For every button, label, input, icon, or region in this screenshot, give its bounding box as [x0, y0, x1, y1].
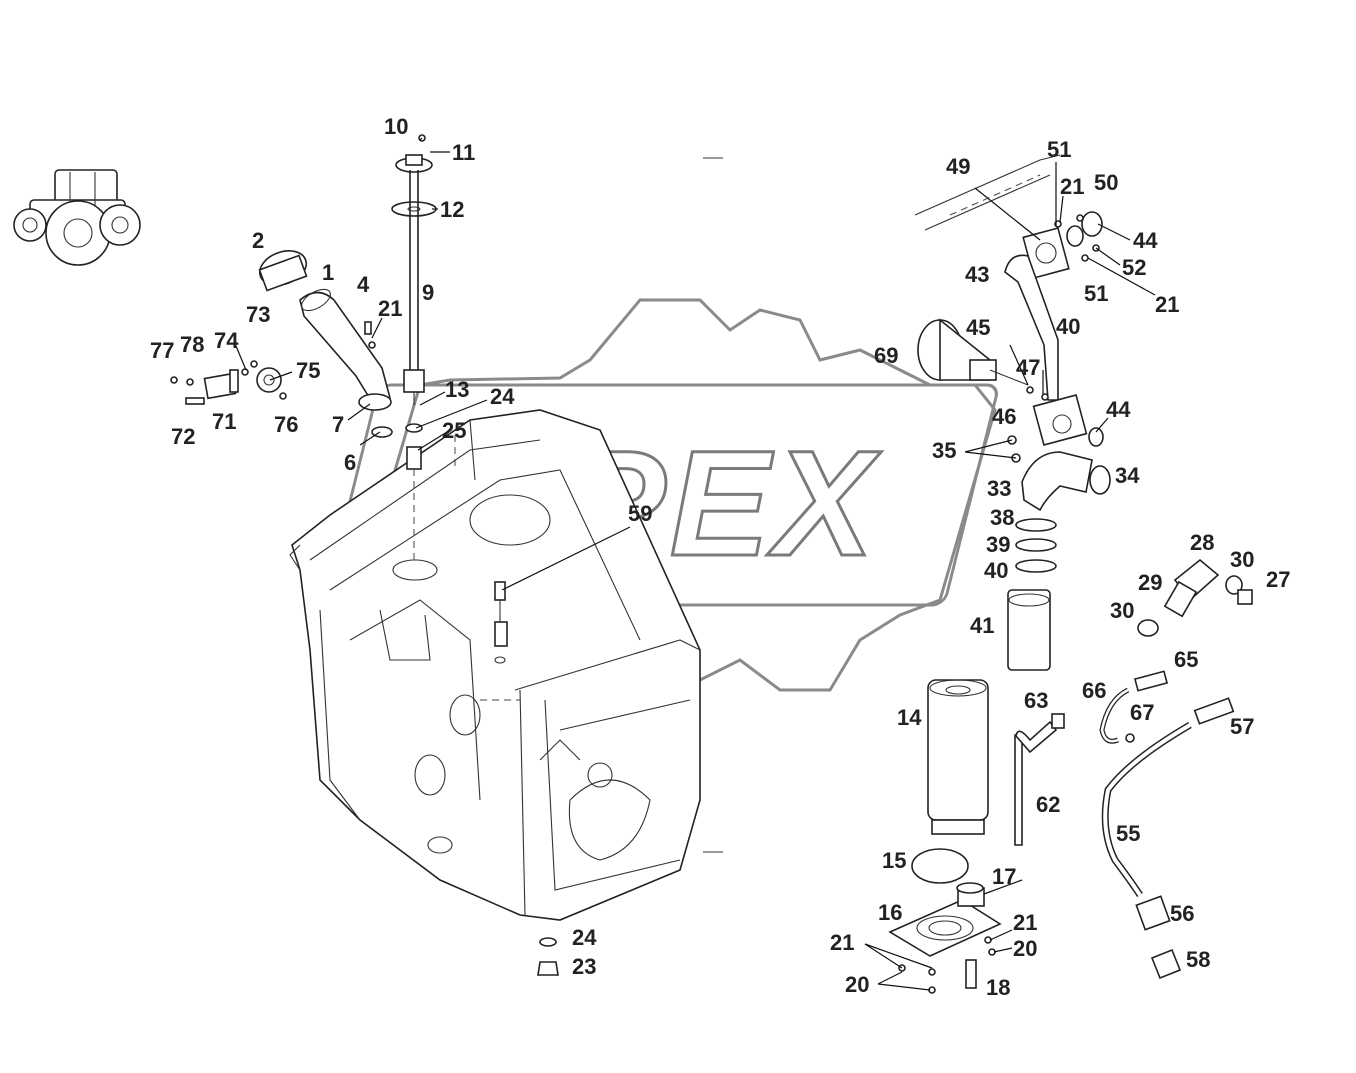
callout-39: 39 — [986, 532, 1010, 557]
callout-41: 41 — [970, 613, 994, 638]
leader-lines — [235, 137, 1156, 991]
callout-14: 14 — [897, 705, 922, 730]
callout-4: 4 — [357, 272, 370, 297]
callout-57: 57 — [1230, 714, 1254, 739]
callout-34: 34 — [1115, 463, 1140, 488]
callout-18: 18 — [986, 975, 1010, 1000]
bracket-assembly — [170, 360, 287, 405]
callout-66: 66 — [1082, 678, 1106, 703]
callout-56: 56 — [1170, 901, 1194, 926]
callout-43: 43 — [965, 262, 989, 287]
tractor-thumbnail-icon — [13, 169, 141, 266]
callout-labels: 1 2 4 6 7 9 10 11 12 13 14 15 16 17 18 2… — [150, 114, 1290, 1000]
callout-20b: 20 — [1013, 936, 1037, 961]
suction-pipe-assembly — [914, 154, 1111, 671]
callout-51a: 51 — [1047, 137, 1071, 162]
callout-25: 25 — [442, 418, 466, 443]
callout-50: 50 — [1094, 170, 1118, 195]
callout-52: 52 — [1122, 255, 1146, 280]
callout-7: 7 — [332, 412, 344, 437]
callout-21e: 21 — [1155, 292, 1179, 317]
dipstick-assembly — [391, 134, 437, 560]
callout-12: 12 — [440, 197, 464, 222]
callout-23: 23 — [572, 954, 596, 979]
callout-21d: 21 — [1060, 174, 1084, 199]
drain-plug — [537, 937, 559, 976]
callout-59: 59 — [628, 501, 652, 526]
callout-16: 16 — [878, 900, 902, 925]
callout-72: 72 — [171, 424, 195, 449]
callout-9: 9 — [422, 280, 434, 305]
callout-38: 38 — [990, 505, 1014, 530]
callout-62: 62 — [1036, 792, 1060, 817]
callout-21a: 21 — [378, 296, 402, 321]
callout-44a: 44 — [1133, 228, 1158, 253]
pipe-55-58 — [1099, 670, 1235, 980]
callout-58: 58 — [1186, 947, 1210, 972]
callout-1: 1 — [322, 260, 334, 285]
callout-40a: 40 — [1056, 314, 1080, 339]
callout-73: 73 — [246, 302, 270, 327]
filler-pipe-assembly — [258, 250, 393, 438]
callout-2: 2 — [252, 228, 264, 253]
callout-21b: 21 — [830, 930, 854, 955]
tube-62-63 — [1014, 713, 1065, 846]
transmission-housing — [289, 409, 701, 921]
callout-44b: 44 — [1106, 397, 1131, 422]
callout-11: 11 — [452, 140, 475, 165]
callout-74: 74 — [214, 328, 239, 353]
callout-13: 13 — [445, 377, 469, 402]
sensor-59 — [494, 581, 508, 664]
callout-30b: 30 — [1110, 598, 1134, 623]
callout-30a: 30 — [1230, 547, 1254, 572]
callout-49: 49 — [946, 154, 970, 179]
fitting-27-30 — [1137, 558, 1253, 637]
callout-69: 69 — [874, 343, 898, 368]
callout-76: 76 — [274, 412, 298, 437]
callout-71: 71 — [212, 409, 236, 434]
callout-10: 10 — [384, 114, 408, 139]
callout-75: 75 — [296, 358, 320, 383]
callout-47: 47 — [1016, 355, 1040, 380]
callout-77: 77 — [150, 338, 174, 363]
callout-24a: 24 — [490, 384, 515, 409]
callout-51b: 51 — [1084, 281, 1108, 306]
callout-67: 67 — [1130, 700, 1154, 725]
callout-27: 27 — [1266, 567, 1290, 592]
callout-40b: 40 — [984, 558, 1008, 583]
callout-45: 45 — [966, 315, 990, 340]
callout-55: 55 — [1116, 821, 1140, 846]
callout-33: 33 — [987, 476, 1011, 501]
callout-46: 46 — [992, 404, 1016, 429]
callout-35: 35 — [932, 438, 956, 463]
callout-21c: 21 — [1013, 910, 1037, 935]
callout-24b: 24 — [572, 925, 597, 950]
callout-20a: 20 — [845, 972, 869, 997]
callout-78: 78 — [180, 332, 204, 357]
callout-63: 63 — [1024, 688, 1048, 713]
callout-15: 15 — [882, 848, 906, 873]
callout-28: 28 — [1190, 530, 1214, 555]
callout-17: 17 — [992, 864, 1016, 889]
callout-6: 6 — [344, 450, 356, 475]
callout-29: 29 — [1138, 570, 1162, 595]
callout-65: 65 — [1174, 647, 1198, 672]
